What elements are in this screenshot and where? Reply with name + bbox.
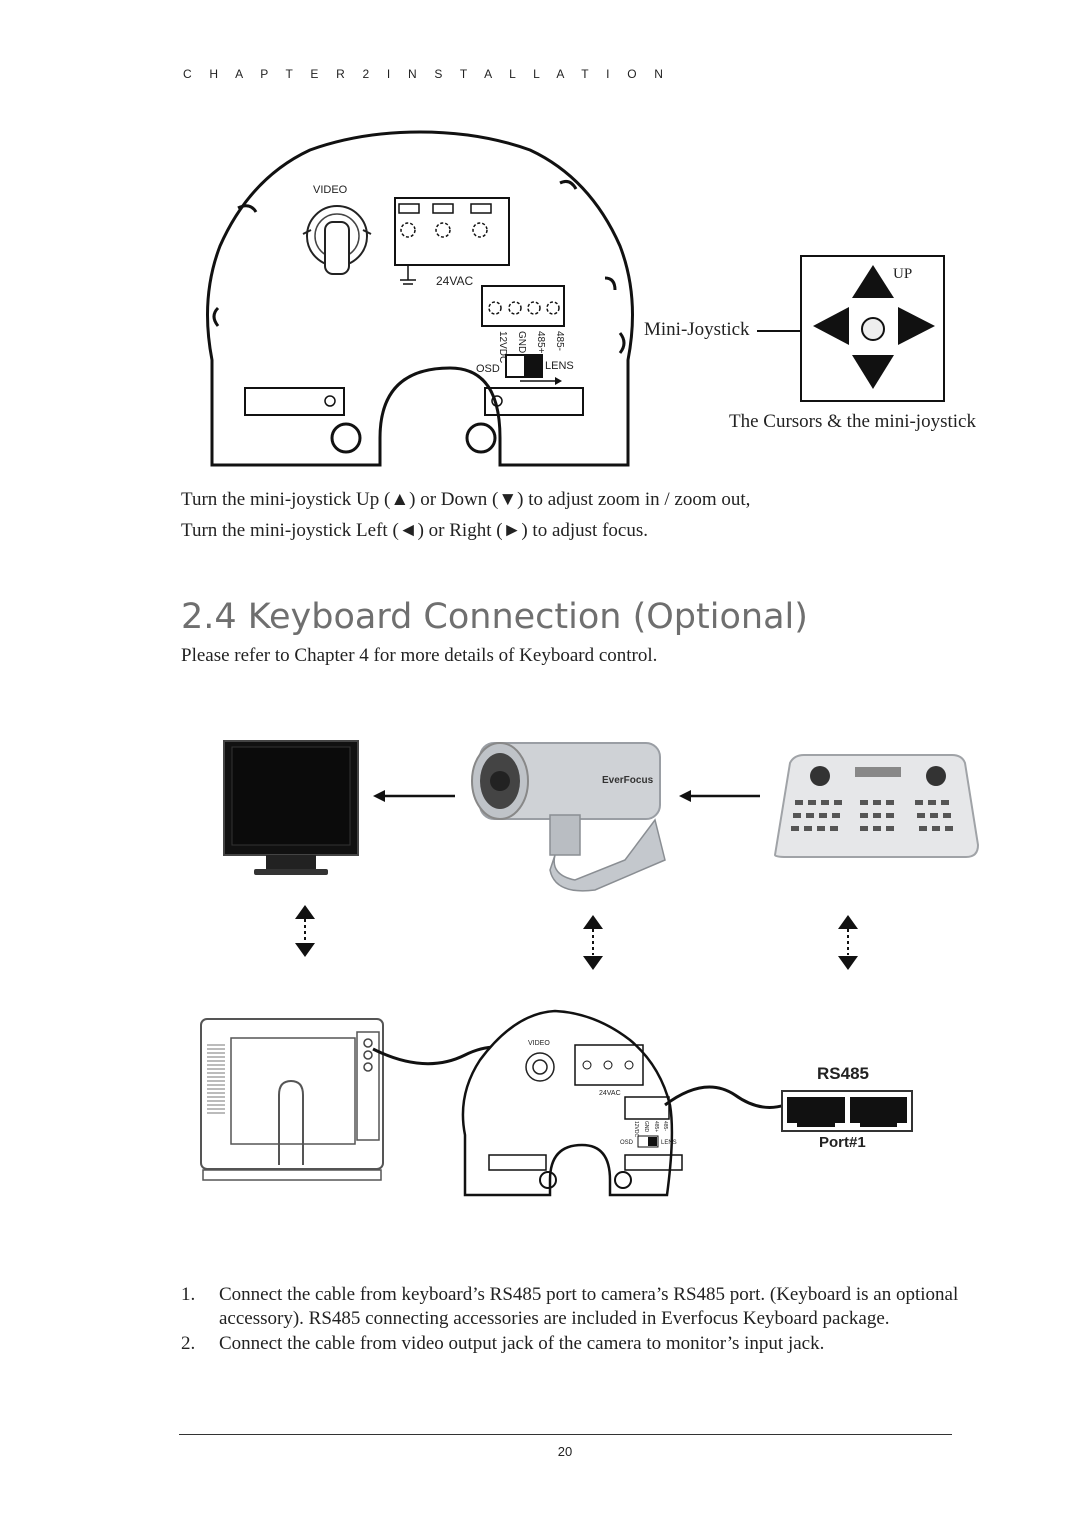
footer-rule [179, 1434, 952, 1435]
small-pin-485plus: 485+ [653, 1121, 659, 1132]
steps-list: 1. Connect the cable from keyboard’s RS4… [181, 1283, 961, 1357]
dotted-double-arrow-3 [838, 915, 858, 970]
arrow-up-icon [852, 265, 894, 298]
dotted-double-arrow-1 [295, 905, 315, 957]
pin-485plus-label: 485+ [535, 331, 546, 354]
connection-diagram-top: EverFocus [223, 740, 980, 970]
rs485-terminal-block: 12VDC GND 485+ 485- [481, 285, 565, 363]
arrow-right-icon [898, 307, 935, 345]
monitor-back-image [200, 1018, 384, 1181]
lens-label: LENS [545, 360, 574, 372]
small-pin-gnd: GND [643, 1121, 649, 1133]
rs485-port-image: RS485 Port#1 [781, 1064, 913, 1151]
instruction-line-1: Turn the mini-joystick Up (▲) or Down (▼… [181, 489, 751, 510]
pin-12vdc-label: 12VDC [497, 331, 508, 363]
section-intro: Please refer to Chapter 4 for more detai… [181, 645, 658, 666]
keyboard-controller-image [773, 754, 980, 858]
rs485-title: RS485 [817, 1064, 869, 1083]
step-number: 2. [181, 1333, 196, 1354]
connection-diagram-bottom: VIDEO 24VAC 12VDC GND 485+ 485- OSD LENS… [200, 1009, 913, 1197]
step-number: 1. [181, 1284, 196, 1305]
list-item: 2. Connect the cable from video output j… [181, 1332, 961, 1356]
bullet-camera-image: EverFocus [471, 742, 666, 892]
up-label: UP [893, 266, 912, 282]
small-pin-12vdc: 12VDC [633, 1121, 639, 1138]
list-item: 1. Connect the cable from keyboard’s RS4… [181, 1283, 961, 1331]
dotted-double-arrow-2 [583, 915, 603, 970]
power-label: 24VAC [436, 274, 473, 288]
mini-joystick-diagram: UP [757, 255, 945, 402]
arrow-down-icon [852, 355, 894, 389]
chapter-header: C H A P T E R 2 I N S T A L L A T I O N [183, 67, 671, 81]
bnc-connector [302, 205, 372, 275]
small-lens-label: LENS [661, 1140, 677, 1146]
instruction-line-2: Turn the mini-joystick Left (◄) or Right… [181, 520, 648, 541]
arrow-left-icon [813, 307, 849, 345]
small-osd-label: OSD [620, 1140, 634, 1146]
video-label: VIDEO [313, 184, 348, 196]
osd-lens-switch: OSD LENS [476, 354, 574, 385]
step-text: Connect the cable from video output jack… [219, 1333, 825, 1354]
page-number: 20 [557, 1444, 573, 1459]
figure1-caption: The Cursors & the mini-joystick [729, 411, 976, 432]
small-pin-485minus: 485- [662, 1121, 668, 1131]
mini-joystick-label: Mini-Joystick [644, 319, 750, 340]
pin-gnd-label: GND [516, 331, 527, 353]
monitor-image [223, 740, 359, 875]
pin-485minus-label: 485- [554, 331, 565, 351]
camera-back-panel-figure: VIDEO 24VAC 12VDC GND 485+ 485- OSD [206, 130, 634, 467]
power-terminal-block: 24VAC [394, 197, 510, 288]
joystick-knob-icon [861, 317, 885, 341]
camera-panel-small: VIDEO 24VAC 12VDC GND 485+ 485- OSD LENS [461, 1009, 683, 1197]
port-label: Port#1 [819, 1134, 866, 1151]
small-power-label: 24VAC [599, 1090, 621, 1097]
section-title: 2.4 Keyboard Connection (Optional) [181, 597, 808, 637]
small-video-label: VIDEO [528, 1040, 550, 1047]
brand-label: EverFocus [602, 775, 654, 786]
osd-label: OSD [476, 363, 500, 375]
step-text: Connect the cable from keyboard’s RS485 … [219, 1284, 959, 1329]
